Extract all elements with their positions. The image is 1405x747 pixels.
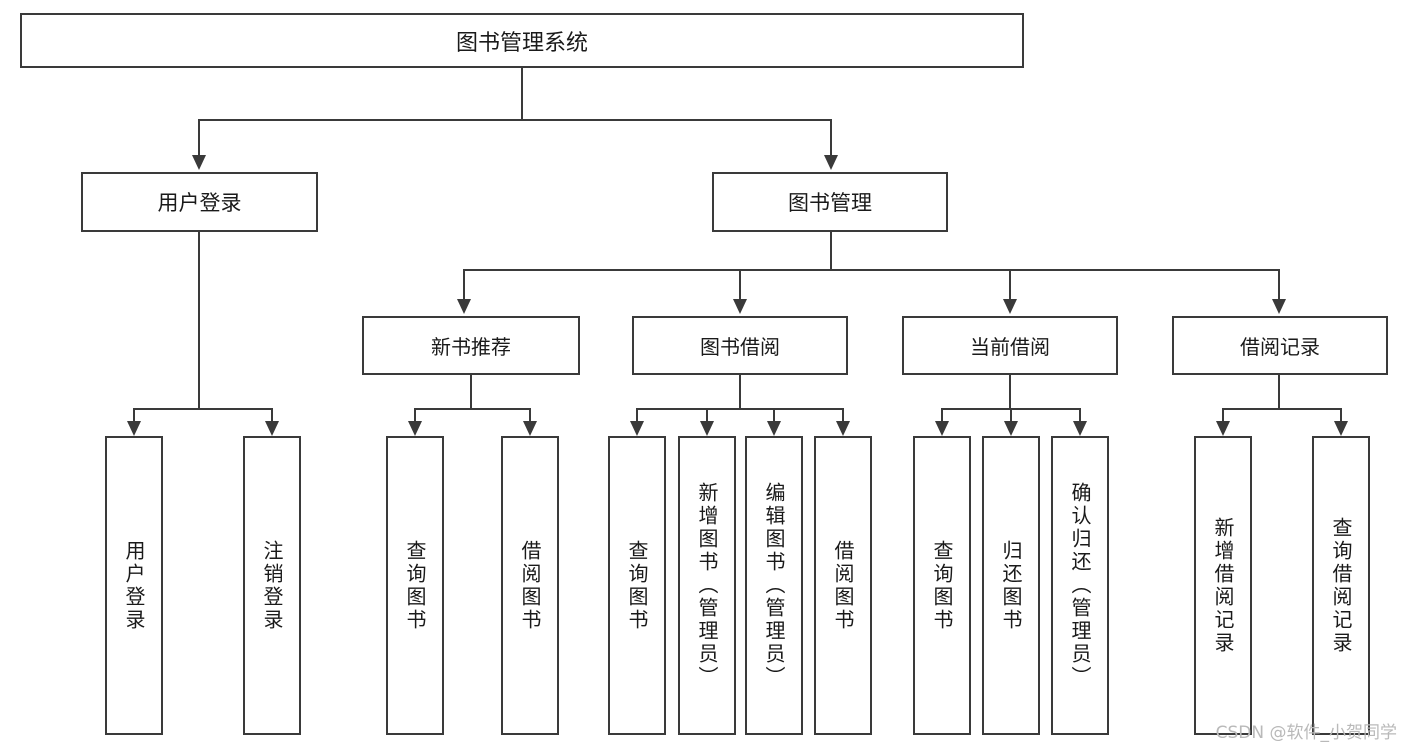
leaf-book-borrow-add-admin[interactable]: 新增图书（管理员） [678,436,736,735]
arrow-new-book-to-leaf-0 [408,421,422,436]
leaf-label: 借阅图书 [518,539,542,632]
leaf-label: 注销登录 [260,539,284,632]
arrow-current-borrow-to-leaf-2 [1073,421,1087,436]
leaf-current-borrow-return[interactable]: 归还图书 [982,436,1040,735]
leaf-book-borrow-borrow[interactable]: 借阅图书 [814,436,872,735]
leaf-label: 用户登录 [122,539,146,632]
connector-book-borrow-to-leaf-1 [706,408,708,424]
connector-borrow-record-to-leaf-0 [1222,408,1224,424]
node-book-management[interactable]: 图书管理 [712,172,948,232]
connector-current-borrow-to-leaf-2 [1079,408,1081,424]
arrow-book-borrow-to-leaf-2 [767,421,781,436]
node-book-borrow[interactable]: 图书借阅 [632,316,848,375]
node-label: 当前借阅 [970,335,1050,359]
leaf-label: 确认归还（管理员） [1068,482,1092,689]
leaf-label: 编辑图书（管理员） [762,482,786,689]
leaf-new-book-borrow[interactable]: 借阅图书 [501,436,559,735]
node-label: 用户登录 [157,191,242,215]
leaf-label: 新增借阅记录 [1211,516,1235,655]
arrow-current-borrow-to-leaf-1 [1004,421,1018,436]
leaf-label: 查询图书 [930,539,954,632]
connector-book-mgmt-to-l3-0 [463,269,465,301]
connector-borrow-record-bus [1222,408,1342,410]
arrow-user-login-to-leaf-1 [265,421,279,436]
node-root-system[interactable]: 图书管理系统 [20,13,1024,68]
connector-current-borrow-stem [1009,375,1011,409]
leaf-label: 新增图书（管理员） [695,482,719,689]
connector-book-borrow-bus [636,408,843,410]
connector-root-to-book-mgmt [830,119,832,157]
leaf-label: 借阅图书 [831,539,855,632]
leaf-borrow-record-query[interactable]: 查询借阅记录 [1312,436,1370,735]
connector-user-login-to-leaf-0 [133,408,135,424]
leaf-label: 查询借阅记录 [1329,516,1353,655]
arrow-new-book-to-leaf-1 [523,421,537,436]
leaf-book-borrow-query[interactable]: 查询图书 [608,436,666,735]
connector-new-book-stem [470,375,472,409]
arrow-book-borrow-to-leaf-0 [630,421,644,436]
arrow-book-borrow-to-leaf-3 [836,421,850,436]
leaf-current-borrow-confirm-admin[interactable]: 确认归还（管理员） [1051,436,1109,735]
connector-book-mgmt-to-l3-1 [739,269,741,301]
arrow-root-to-user-login [192,155,206,170]
leaf-label: 查询图书 [625,539,649,632]
connector-root-stem [521,68,523,120]
node-label: 借阅记录 [1240,335,1320,359]
leaf-current-borrow-query[interactable]: 查询图书 [913,436,971,735]
leaf-new-book-query[interactable]: 查询图书 [386,436,444,735]
leaf-label: 归还图书 [999,539,1023,632]
arrow-book-mgmt-to-l3-3 [1272,299,1286,314]
node-label: 图书管理 [788,191,872,215]
connector-user-login-to-leaf-1 [271,408,273,424]
connector-new-book-to-leaf-1 [529,408,531,424]
connector-book-mgmt-stem [830,232,832,271]
leaf-book-borrow-edit-admin[interactable]: 编辑图书（管理员） [745,436,803,735]
connector-user-login-bus [133,408,272,410]
connector-borrow-record-to-leaf-1 [1340,408,1342,424]
connector-current-borrow-to-leaf-1 [1010,408,1012,424]
arrow-borrow-record-to-leaf-1 [1334,421,1348,436]
arrow-book-borrow-to-leaf-1 [700,421,714,436]
connector-user-login-stem [198,232,200,409]
arrow-book-mgmt-to-l3-2 [1003,299,1017,314]
csdn-watermark: CSDN @软件_小贺同学 [1215,723,1397,743]
node-label: 图书管理系统 [455,30,588,56]
node-borrow-record[interactable]: 借阅记录 [1172,316,1388,375]
connector-current-borrow-to-leaf-0 [941,408,943,424]
connector-book-mgmt-to-l3-2 [1009,269,1011,301]
connector-book-borrow-to-leaf-3 [842,408,844,424]
arrow-borrow-record-to-leaf-0 [1216,421,1230,436]
connector-new-book-bus [414,408,531,410]
connector-book-mgmt-to-l3-3 [1278,269,1280,301]
connector-root-bus [198,119,832,121]
node-new-book-recommend[interactable]: 新书推荐 [362,316,580,375]
leaf-user-login-login[interactable]: 用户登录 [105,436,163,735]
connector-book-borrow-stem [739,375,741,409]
leaf-user-login-logout[interactable]: 注销登录 [243,436,301,735]
arrow-user-login-to-leaf-0 [127,421,141,436]
connector-borrow-record-stem [1278,375,1280,409]
arrow-root-to-book-mgmt [824,155,838,170]
arrow-current-borrow-to-leaf-0 [935,421,949,436]
connector-book-borrow-to-leaf-0 [636,408,638,424]
node-user-login[interactable]: 用户登录 [81,172,318,232]
connector-book-mgmt-bus [463,269,1280,271]
node-label: 新书推荐 [431,335,511,359]
connector-new-book-to-leaf-0 [414,408,416,424]
arrow-book-mgmt-to-l3-1 [733,299,747,314]
connector-book-borrow-to-leaf-2 [773,408,775,424]
leaf-label: 查询图书 [403,539,427,632]
arrow-book-mgmt-to-l3-0 [457,299,471,314]
node-current-borrow[interactable]: 当前借阅 [902,316,1118,375]
node-label: 图书借阅 [700,335,780,359]
connector-root-to-user-login [198,119,200,157]
leaf-borrow-record-add[interactable]: 新增借阅记录 [1194,436,1252,735]
